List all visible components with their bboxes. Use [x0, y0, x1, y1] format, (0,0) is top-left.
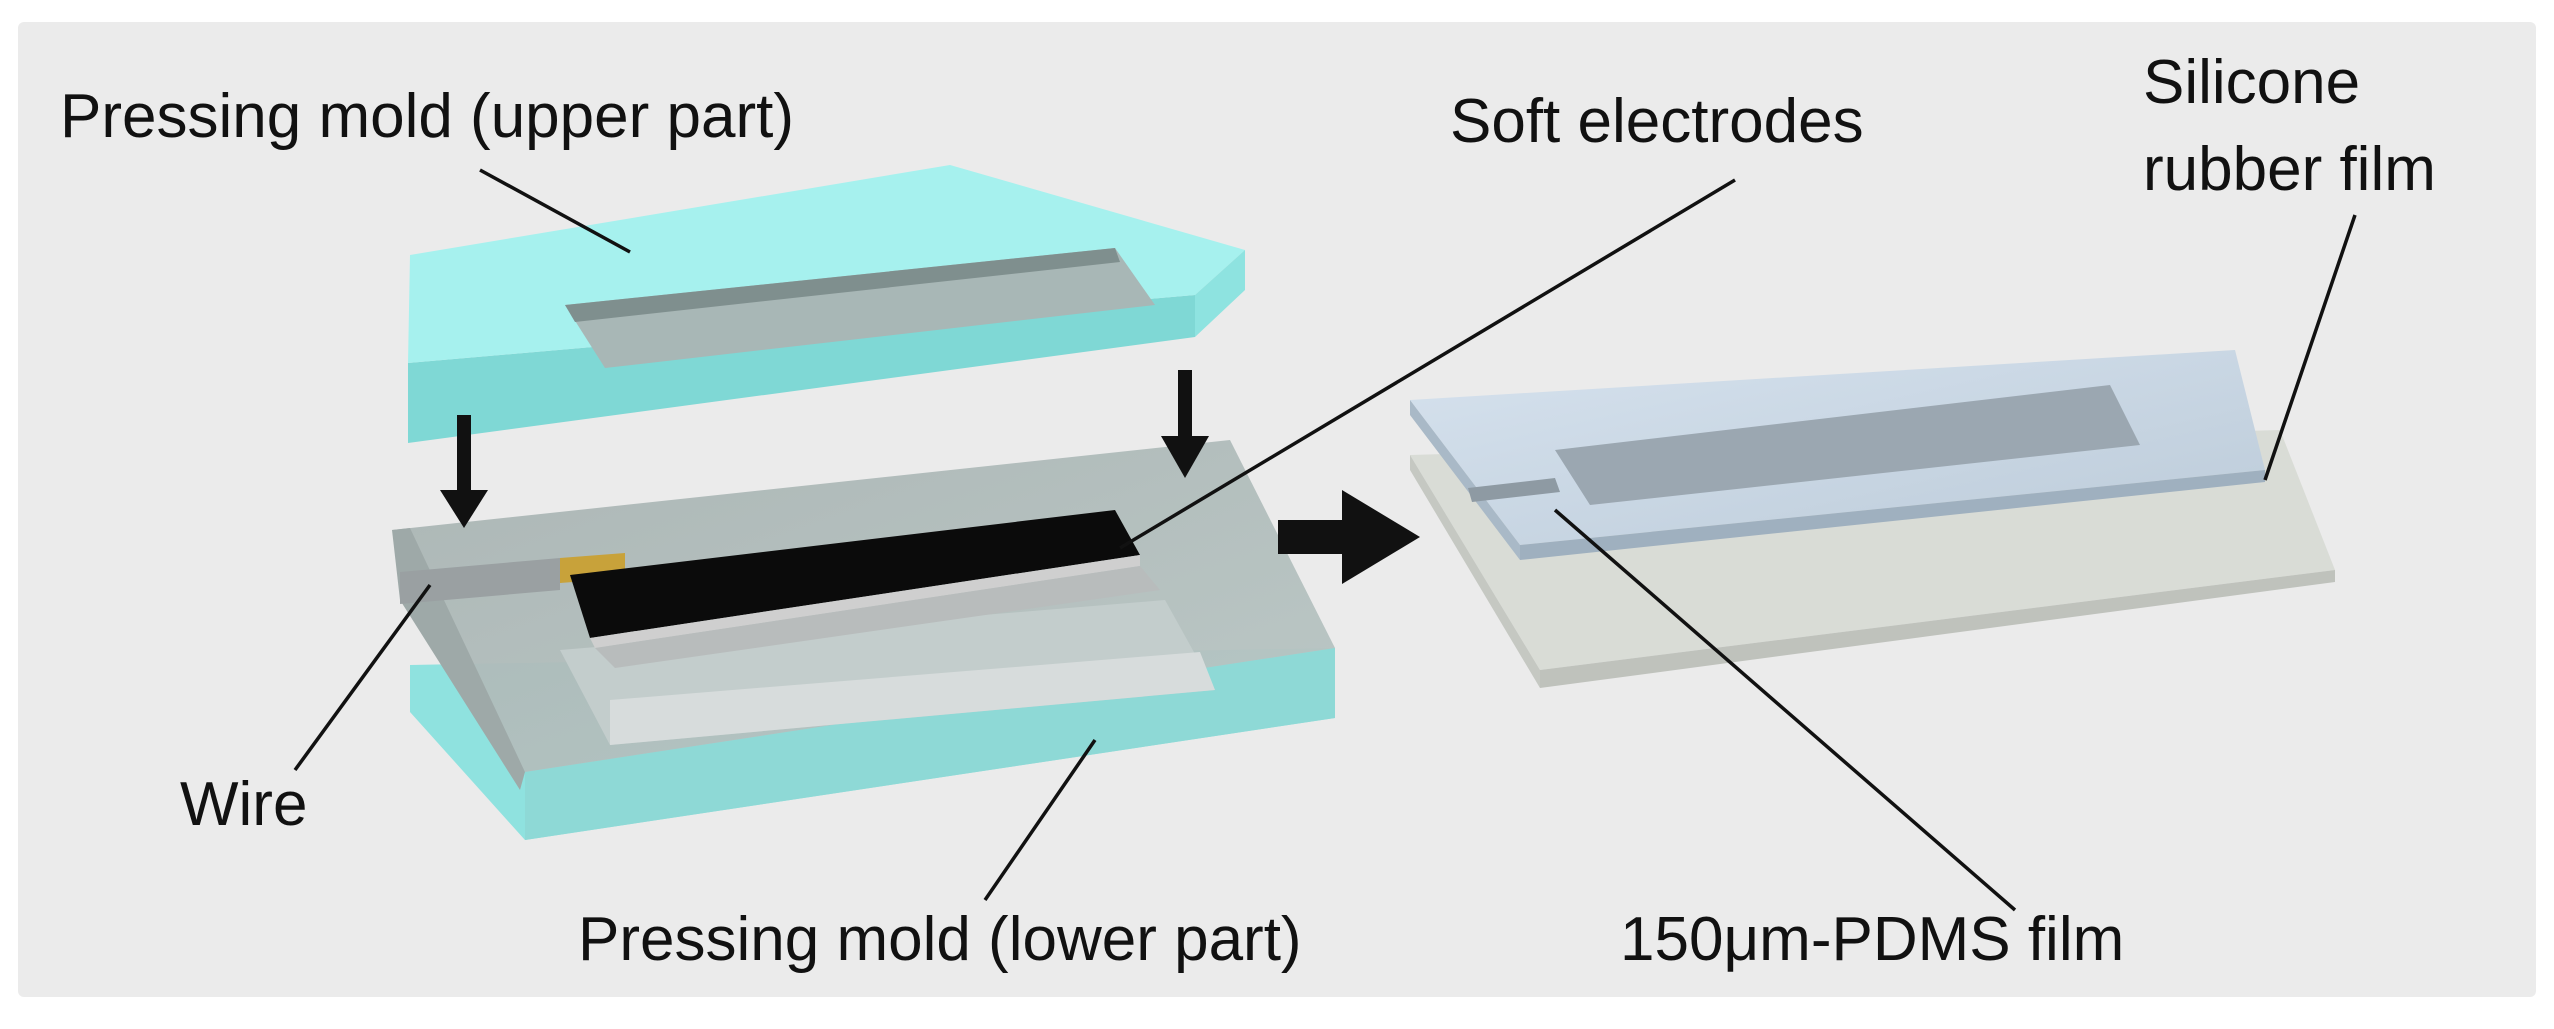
down-arrow-right: [1161, 370, 1209, 478]
label-pdms-film: 150μm-PDMS film: [1620, 905, 2124, 974]
down-arrow-left: [440, 415, 488, 528]
leader-pdms-film: [1553, 508, 2017, 912]
upper-mold-front-face: [408, 295, 1195, 443]
pdms-film-side: [1410, 400, 1520, 560]
label-lower-mold: Pressing mold (lower part): [578, 905, 1302, 974]
embedded-electrode: [1555, 385, 2140, 505]
upper-mold-window-inner-wall: [565, 248, 1120, 322]
down-arrow-icon: [440, 490, 488, 528]
electrode-edge: [590, 555, 1140, 648]
lower-mold-recess-light: [610, 652, 1215, 745]
leader-lines: [293, 168, 2357, 912]
label-silicone-line1: Silicone: [2143, 48, 2360, 117]
result-assembly: [1410, 350, 2335, 688]
wire-sheath: [400, 558, 560, 604]
down-arrow-icon: [1161, 436, 1209, 478]
label-wire: Wire: [180, 770, 307, 839]
electrode-shadow: [595, 566, 1160, 668]
process-arrow-shaft: [1278, 520, 1348, 554]
soft-electrode: [570, 510, 1160, 668]
leader-silicone-film: [2263, 214, 2357, 481]
upper-mold-window: [565, 248, 1155, 368]
embedded-wire: [1468, 478, 1560, 502]
label-upper-mold: Pressing mold (upper part): [60, 82, 794, 151]
silicone-film-side: [1410, 455, 1540, 688]
process-arrow: [1278, 490, 1420, 584]
leader-wire: [293, 583, 432, 772]
leader-upper-mold: [479, 168, 631, 254]
label-soft-electrodes: Soft electrodes: [1450, 87, 1864, 156]
label-silicone-line2: rubber film: [2143, 135, 2436, 204]
leader-lower-mold: [983, 739, 1097, 901]
electrode-top-face: [570, 510, 1140, 638]
pdms-film-edge: [1520, 470, 2265, 560]
right-arrow-icon: [1342, 490, 1420, 584]
upper-mold: [408, 165, 1245, 443]
down-arrow-shaft: [1178, 370, 1192, 440]
down-arrow-shaft: [457, 415, 471, 495]
silicone-film-edge: [1540, 570, 2335, 688]
leader-soft-electrodes: [1119, 178, 1736, 550]
upper-mold-side-face: [1195, 250, 1245, 337]
